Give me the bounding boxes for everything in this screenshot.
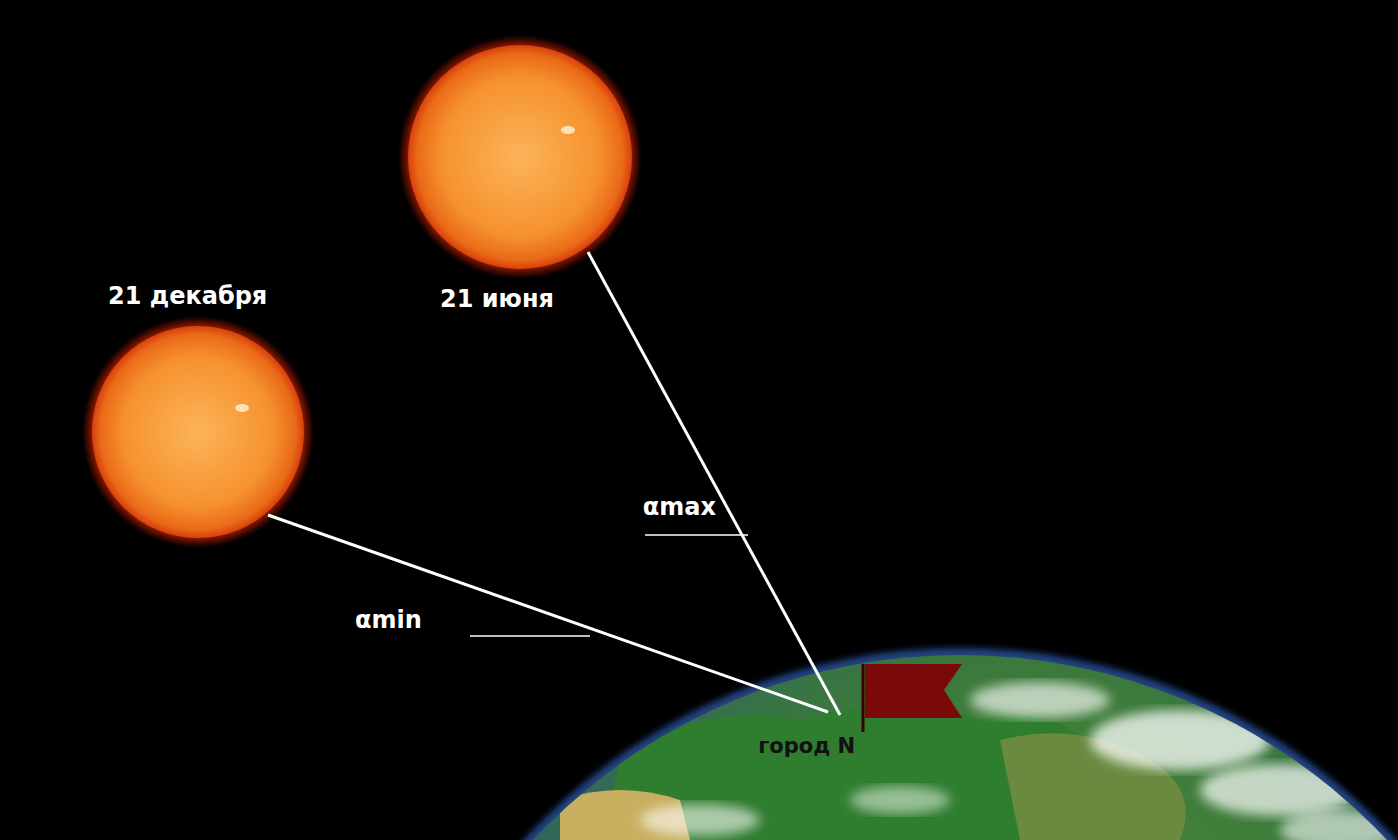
angle-label: αmax [643, 494, 716, 522]
date-label: 21 июня [440, 286, 554, 314]
date-label: 21 декабря [108, 283, 267, 311]
city-label: город N [758, 734, 855, 758]
angle-label: αmin [355, 607, 422, 635]
